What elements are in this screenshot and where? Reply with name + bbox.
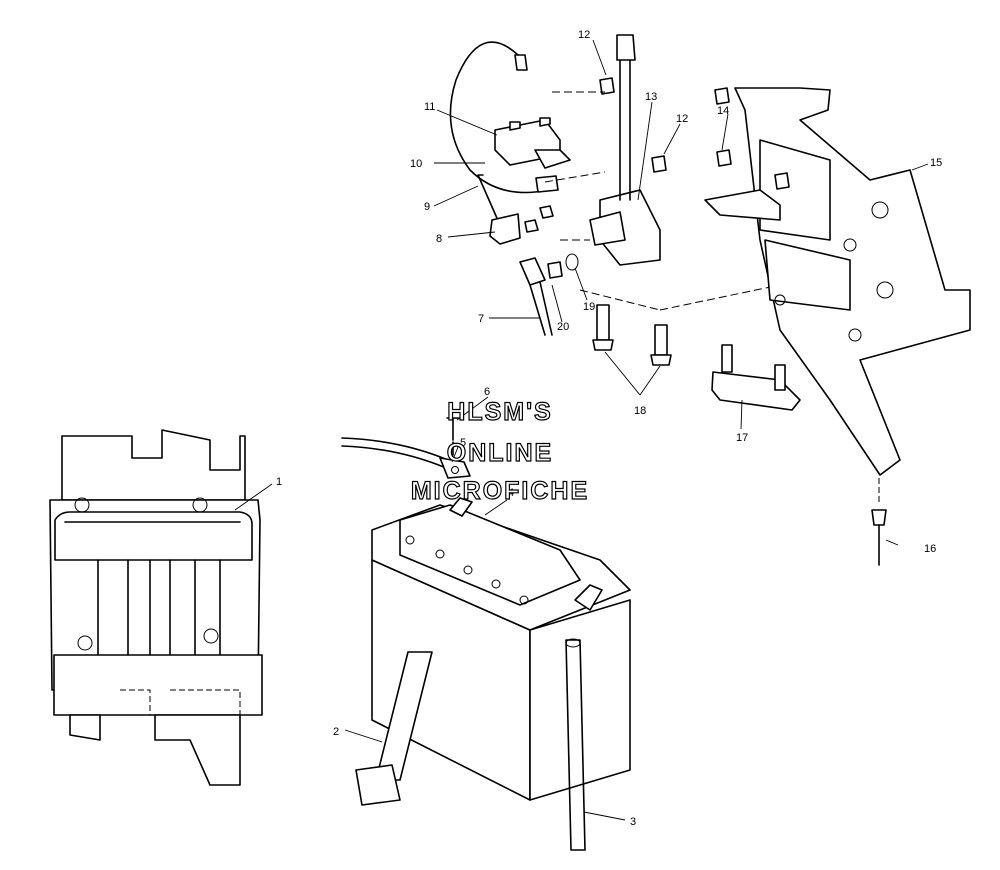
callout-10: 10: [410, 158, 422, 170]
mounting-bracket-part-15: [704, 87, 971, 476]
callout-12-right: 12: [676, 113, 688, 125]
callout-8: 8: [436, 233, 442, 245]
callout-19: 19: [583, 301, 595, 313]
callout-13: 13: [645, 91, 657, 103]
vent-tube-part-3: [565, 638, 586, 851]
callout-1: 1: [276, 476, 282, 488]
callout-15: 15: [930, 157, 942, 169]
callout-11: 11: [424, 101, 435, 113]
callout-17: 17: [736, 432, 748, 444]
callout-6: 6: [484, 386, 490, 398]
callout-16: 16: [924, 543, 936, 555]
callout-3: 3: [630, 816, 636, 828]
watermark-line-2: ONLINE: [447, 439, 553, 467]
cable-and-bolts-parts-5-6: [341, 417, 471, 479]
rivet-part-16: [871, 478, 887, 566]
callout-20: 20: [557, 321, 569, 333]
callout-18: 18: [634, 405, 646, 417]
callout-5: 5: [460, 437, 466, 449]
callout-7: 7: [478, 313, 484, 325]
watermark-line-1: HLSM'S: [447, 398, 552, 426]
callout-2: 2: [333, 726, 339, 738]
watermark-line-3: MICROFICHE: [411, 477, 589, 505]
callout-14: 14: [717, 105, 729, 117]
bracket-pad-part-17: [711, 344, 801, 411]
callout-4: 4: [508, 487, 514, 499]
callout-labels: 1 2 3 4 5 6 7 8 9 10 11 12 12 13 14 15 1…: [276, 29, 942, 828]
callout-12-top: 12: [578, 29, 590, 41]
leader-lines: [234, 39, 929, 821]
battery-box-part-1: [49, 429, 263, 786]
battery-part-4: [371, 497, 631, 801]
battery-strap-part-2: [355, 651, 433, 806]
solenoid-assembly-parts: [449, 34, 781, 366]
callout-9: 9: [424, 201, 430, 213]
watermark: HLSM'S ONLINE MICROFICHE: [410, 397, 589, 505]
